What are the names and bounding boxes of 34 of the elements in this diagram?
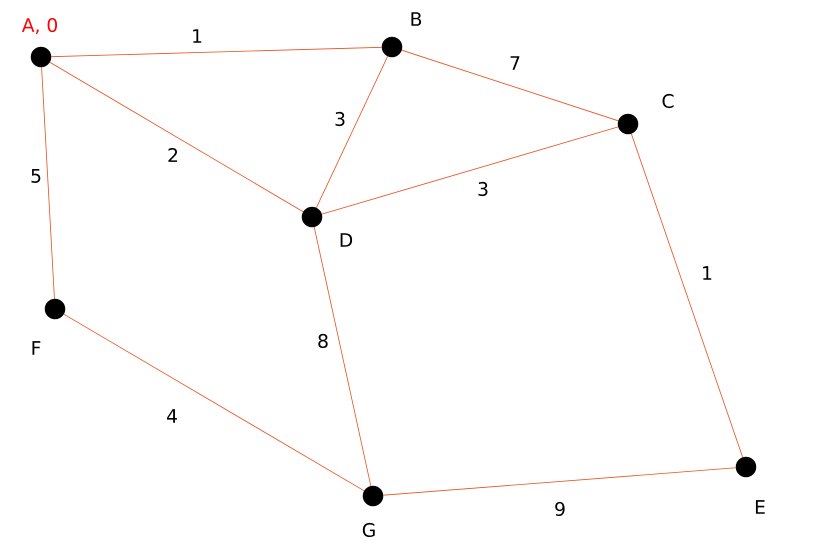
graph-edge bbox=[63, 314, 365, 492]
graph-vertex bbox=[618, 114, 638, 134]
graph-edge bbox=[401, 50, 619, 122]
graph-edge bbox=[41, 66, 55, 300]
graph-edge bbox=[316, 56, 388, 208]
edge-weight: 1 bbox=[703, 266, 712, 280]
vertex-label: A, 0 bbox=[22, 18, 58, 34]
graph-vertex bbox=[302, 206, 322, 228]
edge-weight: 1 bbox=[193, 29, 202, 43]
graph-edge bbox=[321, 126, 619, 214]
edge-weight: 5 bbox=[32, 169, 40, 183]
edge-weight: 9 bbox=[555, 502, 565, 516]
graph-vertex bbox=[44, 298, 66, 320]
graph-edge bbox=[630, 133, 744, 458]
vertex-label: E bbox=[756, 500, 765, 514]
edge-weight: 8 bbox=[318, 334, 328, 348]
graph-vertex bbox=[382, 36, 402, 58]
vertex-label: F bbox=[32, 341, 40, 355]
vertex-label: G bbox=[362, 522, 375, 538]
graph-vertex bbox=[30, 46, 52, 68]
graph-edge bbox=[382, 467, 736, 496]
graph-edge bbox=[50, 46, 382, 58]
edge-weight: 3 bbox=[478, 182, 488, 196]
graph-edge bbox=[49, 62, 304, 212]
vertex-label: C bbox=[662, 94, 674, 108]
edge-weight: 4 bbox=[167, 409, 177, 423]
edge-weight: 7 bbox=[510, 56, 520, 70]
edge-weight: 2 bbox=[168, 148, 178, 162]
vertex-label: B bbox=[411, 12, 422, 26]
vertex-label: D bbox=[340, 233, 352, 247]
edge-weight: 3 bbox=[336, 112, 344, 126]
graph-vertex bbox=[736, 456, 756, 478]
graph-edge bbox=[314, 226, 372, 486]
graph-vertex bbox=[362, 486, 384, 506]
